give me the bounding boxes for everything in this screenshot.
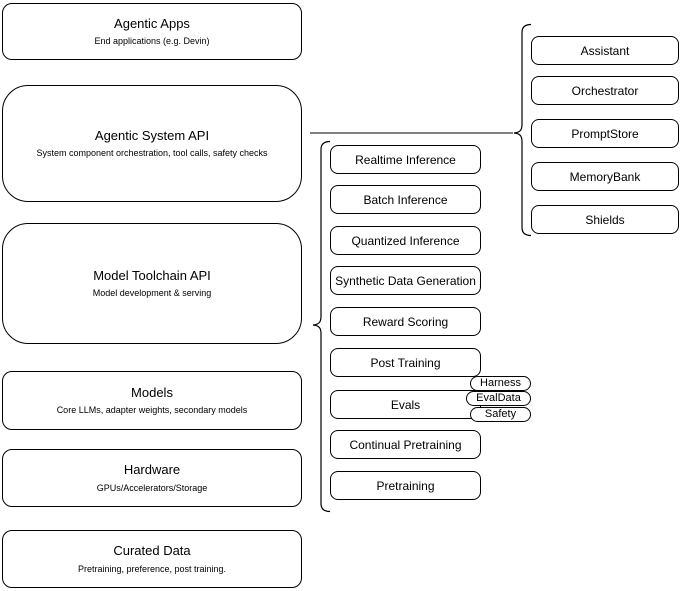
system-components-brace bbox=[513, 23, 532, 237]
pill-harness-label: Harness bbox=[480, 377, 521, 389]
node-promptstore-label: PromptStore bbox=[571, 126, 639, 141]
node-curated-data-title: Curated Data bbox=[113, 543, 191, 559]
node-hardware: Hardware GPUs/Accelerators/Storage bbox=[2, 449, 302, 507]
node-reward-scoring-label: Reward Scoring bbox=[362, 314, 449, 329]
node-reward-scoring: Reward Scoring bbox=[330, 307, 481, 336]
node-pretraining: Pretraining bbox=[330, 471, 481, 500]
node-agentic-apps-title: Agentic Apps bbox=[114, 15, 190, 31]
node-models-subtitle: Core LLMs, adapter weights, secondary mo… bbox=[56, 405, 248, 416]
node-hardware-subtitle: GPUs/Accelerators/Storage bbox=[96, 482, 208, 493]
node-orchestrator-label: Orchestrator bbox=[571, 83, 639, 98]
node-curated-data: Curated Data Pretraining, preference, po… bbox=[2, 530, 302, 588]
node-models: Models Core LLMs, adapter weights, secon… bbox=[2, 371, 302, 430]
toolchain-brace bbox=[312, 140, 331, 513]
node-promptstore: PromptStore bbox=[531, 119, 679, 148]
node-pretraining-label: Pretraining bbox=[376, 478, 435, 493]
node-agentic-system-api-title: Agentic System API bbox=[94, 127, 210, 143]
pill-safety-label: Safety bbox=[484, 408, 517, 420]
node-shields: Shields bbox=[531, 205, 679, 234]
node-realtime-inference: Realtime Inference bbox=[330, 145, 481, 174]
node-model-toolchain-api: Model Toolchain API Model development & … bbox=[2, 223, 302, 344]
node-synthetic-data-generation: Synthetic Data Generation bbox=[330, 266, 481, 295]
node-memorybank: MemoryBank bbox=[531, 162, 679, 191]
node-quantized-inference: Quantized Inference bbox=[330, 226, 481, 255]
pill-evaldata: EvalData bbox=[466, 391, 531, 406]
node-hardware-title: Hardware bbox=[123, 462, 181, 478]
node-assistant-label: Assistant bbox=[580, 43, 630, 58]
node-agentic-system-api: Agentic System API System component orch… bbox=[2, 85, 302, 202]
node-continual-pretraining-label: Continual Pretraining bbox=[349, 437, 462, 452]
node-evals: Evals bbox=[330, 390, 481, 419]
node-model-toolchain-api-subtitle: Model development & serving bbox=[92, 288, 212, 299]
node-agentic-apps-subtitle: End applications (e.g. Devin) bbox=[94, 36, 210, 47]
node-post-training-label: Post Training bbox=[370, 355, 441, 370]
node-quantized-inference-label: Quantized Inference bbox=[351, 233, 460, 248]
node-shields-label: Shields bbox=[585, 212, 625, 227]
node-batch-inference: Batch Inference bbox=[330, 185, 481, 214]
node-batch-inference-label: Batch Inference bbox=[363, 192, 448, 207]
node-memorybank-label: MemoryBank bbox=[569, 169, 641, 184]
node-curated-data-subtitle: Pretraining, preference, post training. bbox=[77, 563, 227, 574]
node-orchestrator: Orchestrator bbox=[531, 76, 679, 105]
pill-evaldata-label: EvalData bbox=[476, 392, 521, 404]
node-models-title: Models bbox=[131, 384, 173, 400]
node-evals-label: Evals bbox=[390, 397, 421, 412]
node-synthetic-data-generation-label: Synthetic Data Generation bbox=[335, 273, 476, 288]
node-assistant: Assistant bbox=[531, 36, 679, 65]
node-agentic-system-api-subtitle: System component orchestration, tool cal… bbox=[36, 148, 268, 159]
pill-safety: Safety bbox=[470, 407, 531, 422]
node-post-training: Post Training bbox=[330, 348, 481, 377]
pill-harness: Harness bbox=[470, 376, 531, 391]
node-realtime-inference-label: Realtime Inference bbox=[355, 152, 456, 167]
node-continual-pretraining: Continual Pretraining bbox=[330, 430, 481, 459]
node-agentic-apps: Agentic Apps End applications (e.g. Devi… bbox=[2, 3, 302, 60]
node-model-toolchain-api-title: Model Toolchain API bbox=[93, 267, 211, 283]
